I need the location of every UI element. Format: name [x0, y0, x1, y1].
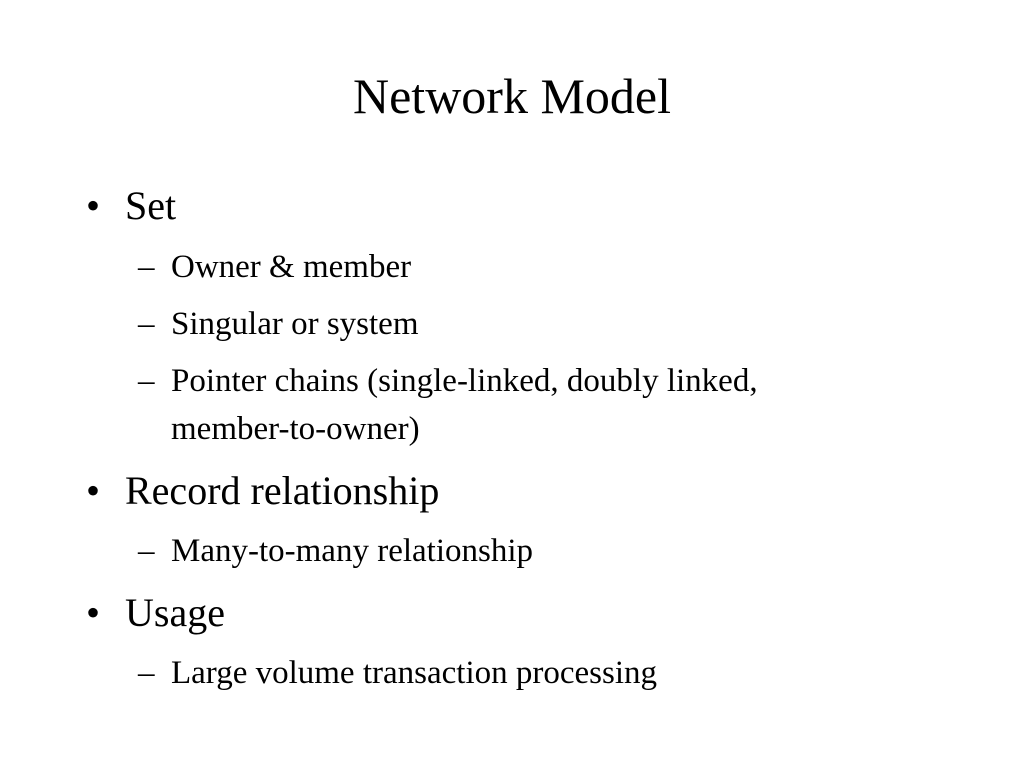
sub-bullet-text: Owner & member — [171, 249, 412, 285]
bullet-text: Usage — [125, 590, 225, 635]
dash-marker: – — [138, 655, 155, 691]
sub-bullet-text: member-to-owner) — [171, 411, 420, 447]
bullet-marker: • — [86, 468, 101, 513]
dash-marker: – — [138, 249, 155, 285]
slide-title: Network Model — [353, 68, 671, 124]
bullet-text: Record relationship — [125, 468, 440, 513]
sub-bullet-text: Large volume transaction processing — [171, 655, 657, 691]
bullet-marker: • — [86, 183, 101, 228]
sub-bullet-text: Singular or system — [171, 306, 419, 342]
sub-bullet-text: Pointer chains (single-linked, doubly li… — [171, 363, 758, 399]
dash-marker: – — [138, 363, 155, 399]
dash-marker: – — [138, 306, 155, 342]
sub-bullet-text: Many-to-many relationship — [171, 533, 534, 569]
dash-marker: – — [138, 533, 155, 569]
bullet-text: Set — [125, 183, 177, 228]
bullet-marker: • — [86, 590, 101, 635]
